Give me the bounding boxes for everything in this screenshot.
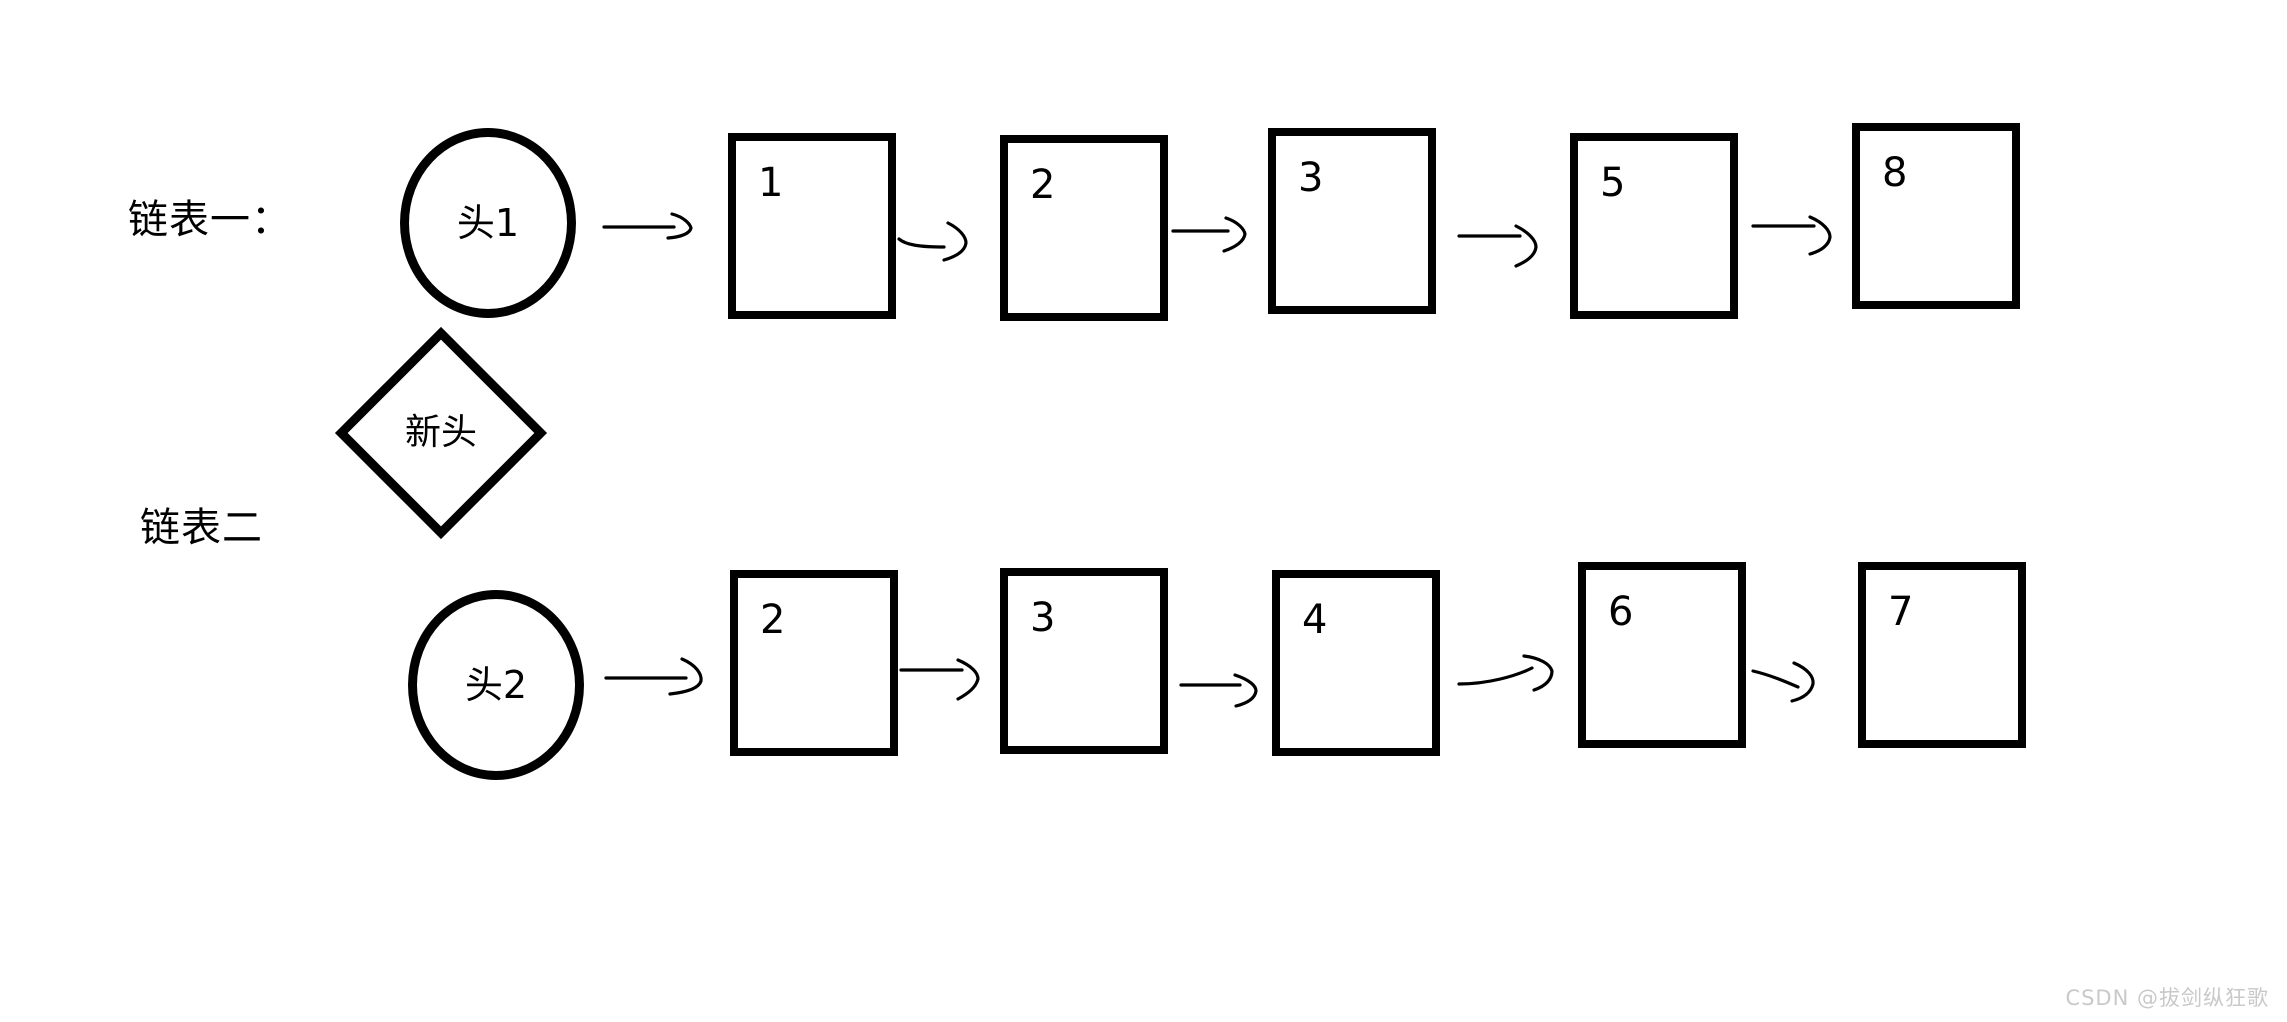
- arrow-row2-1-to-2: [1179, 672, 1290, 727]
- list-node-row2-4: 7: [1858, 562, 2026, 748]
- list-node-row2-1: 3: [1000, 568, 1168, 754]
- list-node-row1-2-value: 3: [1298, 155, 1324, 201]
- list-node-row2-2-value: 4: [1302, 597, 1328, 643]
- arrow-head2-to-node1: [604, 650, 724, 705]
- arrow-row1-1-to-2: [1171, 212, 1282, 267]
- circle-node-head1: 头1: [400, 128, 576, 318]
- list-node-row1-3: 5: [1570, 133, 1738, 319]
- list-node-row1-4-value: 8: [1882, 150, 1908, 196]
- list-node-row2-4-value: 7: [1888, 589, 1914, 635]
- circle-node-head2-label: 头2: [464, 663, 528, 707]
- list-node-row1-0-value: 1: [758, 160, 784, 206]
- row-label-list-one: 链表一：: [128, 197, 292, 243]
- list-node-row2-0: 2: [730, 570, 898, 756]
- arrow-row2-3-to-4: [1751, 655, 1872, 715]
- row-label-list-two: 链表二: [140, 505, 263, 551]
- list-node-row2-1-value: 3: [1030, 595, 1056, 641]
- arrow-row1-3-to-4: [1751, 213, 1862, 268]
- csdn-watermark: CSDN @拔剑纵狂歌: [2065, 986, 2269, 1010]
- list-node-row1-3-value: 5: [1600, 160, 1626, 206]
- diamond-node-new-head-label: 新头: [404, 412, 477, 453]
- circle-node-head1-label: 头1: [456, 201, 520, 245]
- list-node-row2-3: 6: [1578, 562, 1746, 748]
- arrow-row1-2-to-3: [1457, 222, 1568, 277]
- list-node-row2-0-value: 2: [760, 597, 786, 643]
- arrow-head1-to-node1: [602, 205, 712, 255]
- list-node-row1-1-value: 2: [1030, 162, 1056, 208]
- list-node-row1-1: 2: [1000, 135, 1168, 321]
- circle-node-head2: 头2: [408, 590, 584, 780]
- diamond-node-new-head: 新头: [334, 326, 548, 540]
- list-node-row2-3-value: 6: [1608, 589, 1634, 635]
- arrow-row2-2-to-3: [1457, 640, 1588, 710]
- list-node-row1-2: 3: [1268, 128, 1436, 314]
- list-node-row1-4: 8: [1852, 123, 2020, 309]
- list-node-row2-2: 4: [1272, 570, 1440, 756]
- list-node-row1-0: 1: [728, 133, 896, 319]
- arrow-row1-0-to-1: [897, 215, 1008, 270]
- arrow-row2-0-to-1: [899, 655, 1010, 710]
